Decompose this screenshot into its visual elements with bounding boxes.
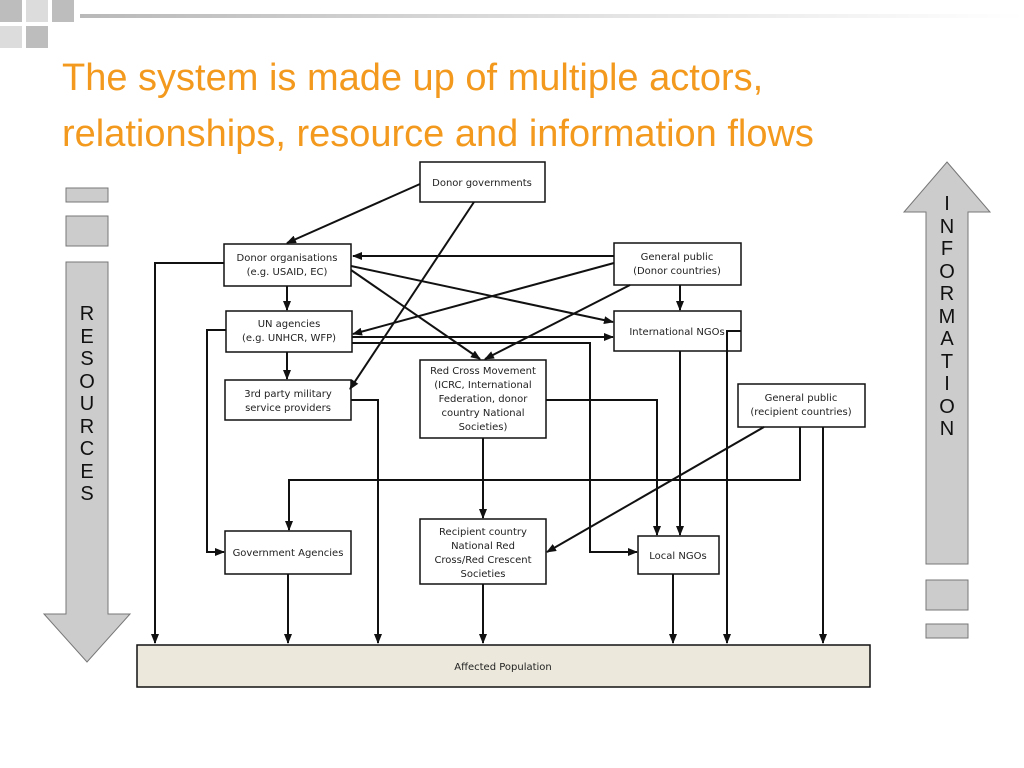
resources-letter: E: [80, 460, 94, 483]
red-cross-line-2: (ICRC, International: [434, 380, 531, 391]
resources-letter: O: [79, 370, 95, 393]
edge-red-cross-to-local-ngos: [546, 399, 661, 536]
connectors: [151, 183, 827, 644]
resources-letter: S: [80, 483, 94, 505]
resources-letter: E: [80, 325, 94, 348]
node-red-cross: Red Cross Movement (ICRC, International …: [419, 359, 547, 439]
resources-letter: U: [79, 393, 95, 415]
red-cross-line-4: country National: [441, 408, 524, 419]
information-letter: R: [939, 283, 955, 305]
edge-govts-to-military: [349, 201, 475, 390]
general-public-donor-line-2: (Donor countries): [633, 266, 721, 277]
edge-public-recip-to-recipient-rc: [546, 426, 765, 553]
node-donor-governments: Donor governments: [419, 161, 546, 203]
resources-letter: R: [79, 303, 95, 325]
red-cross-line-1: Red Cross Movement: [430, 366, 536, 377]
general-public-recipient-line-2: (recipient countries): [750, 407, 851, 418]
government-agencies-line-1: Government Agencies: [233, 548, 344, 559]
information-letter: M: [938, 305, 956, 328]
red-cross-line-3: Federation, donor: [439, 394, 529, 405]
node-government-agencies: Government Agencies: [224, 530, 352, 575]
page-title: The system is made up of multiple actors…: [62, 50, 1002, 162]
edge-un-to-local-ngos: [352, 342, 638, 556]
recipient-red-cross-line-2: National Red: [451, 541, 515, 552]
information-letter: N: [939, 418, 955, 440]
affected-population-label: Affected Population: [454, 662, 552, 673]
edge-donor-orgs-to-red-cross: [350, 269, 481, 360]
information-letter: T: [940, 350, 954, 373]
information-letter: I: [944, 373, 950, 395]
edge-donor-orgs-to-affected: [151, 262, 224, 644]
recipient-red-cross-line-3: Cross/Red Crescent: [434, 555, 531, 566]
edge-military-to-affected: [351, 399, 382, 644]
resources-letter: R: [79, 415, 95, 438]
donor-organisations-line-2: (e.g. USAID, EC): [247, 267, 328, 278]
node-military: 3rd party military service providers: [224, 379, 352, 421]
donor-organisations-line-1: Donor organisations: [237, 253, 338, 264]
edge-public-recip-to-gov: [285, 427, 801, 531]
recipient-red-cross-line-1: Recipient country: [439, 527, 527, 538]
node-local-ngos: Local NGOs: [637, 535, 720, 575]
edge-govts-to-donor-orgs: [286, 183, 421, 244]
recipient-red-cross-line-4: Societies: [461, 569, 506, 580]
information-arrow: [902, 161, 992, 639]
local-ngos-line-1: Local NGOs: [649, 551, 706, 562]
military-line-1: 3rd party military: [244, 389, 332, 400]
node-general-public-donor: General public (Donor countries): [613, 242, 742, 286]
edge-donor-orgs-to-int-ngos: [350, 265, 614, 325]
general-public-donor-line-1: General public: [641, 252, 714, 263]
edge-public-to-red-cross: [484, 284, 631, 360]
information-letter: N: [939, 215, 955, 238]
information-letter: O: [939, 395, 955, 418]
resources-arrow: [42, 187, 132, 663]
red-cross-line-5: Societies): [459, 422, 508, 433]
international-ngos-line-1: International NGOs: [629, 327, 724, 338]
node-un-agencies: UN agencies (e.g. UNHCR, WFP): [225, 310, 353, 353]
information-letter: I: [944, 193, 950, 215]
node-donor-organisations: Donor organisations (e.g. USAID, EC): [223, 243, 352, 287]
information-letter: O: [939, 260, 955, 283]
node-recipient-red-cross: Recipient country National Red Cross/Red…: [419, 518, 547, 585]
resources-letter: C: [79, 438, 95, 460]
top-rule: [80, 14, 1024, 18]
node-affected-population: Affected Population: [136, 644, 871, 688]
information-letter: A: [940, 328, 954, 350]
un-agencies-line-2: (e.g. UNHCR, WFP): [242, 333, 336, 344]
un-agencies-line-1: UN agencies: [258, 319, 321, 330]
node-general-public-recipient: General public (recipient countries): [737, 383, 866, 428]
edge-public-to-un: [352, 262, 615, 336]
resources-letter: S: [80, 348, 94, 370]
information-letter: F: [940, 238, 954, 260]
title-line-1: The system is made up of multiple actors…: [62, 57, 764, 99]
edge-un-to-gov-agencies: [206, 329, 226, 556]
node-international-ngos: International NGOs: [613, 310, 742, 352]
general-public-recipient-line-1: General public: [765, 393, 838, 404]
edge-int-ngos-to-affected: [723, 330, 741, 644]
donor-governments-line-1: Donor governments: [432, 178, 532, 189]
military-line-2: service providers: [245, 403, 331, 414]
title-line-2: relationships, resource and information …: [62, 113, 814, 155]
